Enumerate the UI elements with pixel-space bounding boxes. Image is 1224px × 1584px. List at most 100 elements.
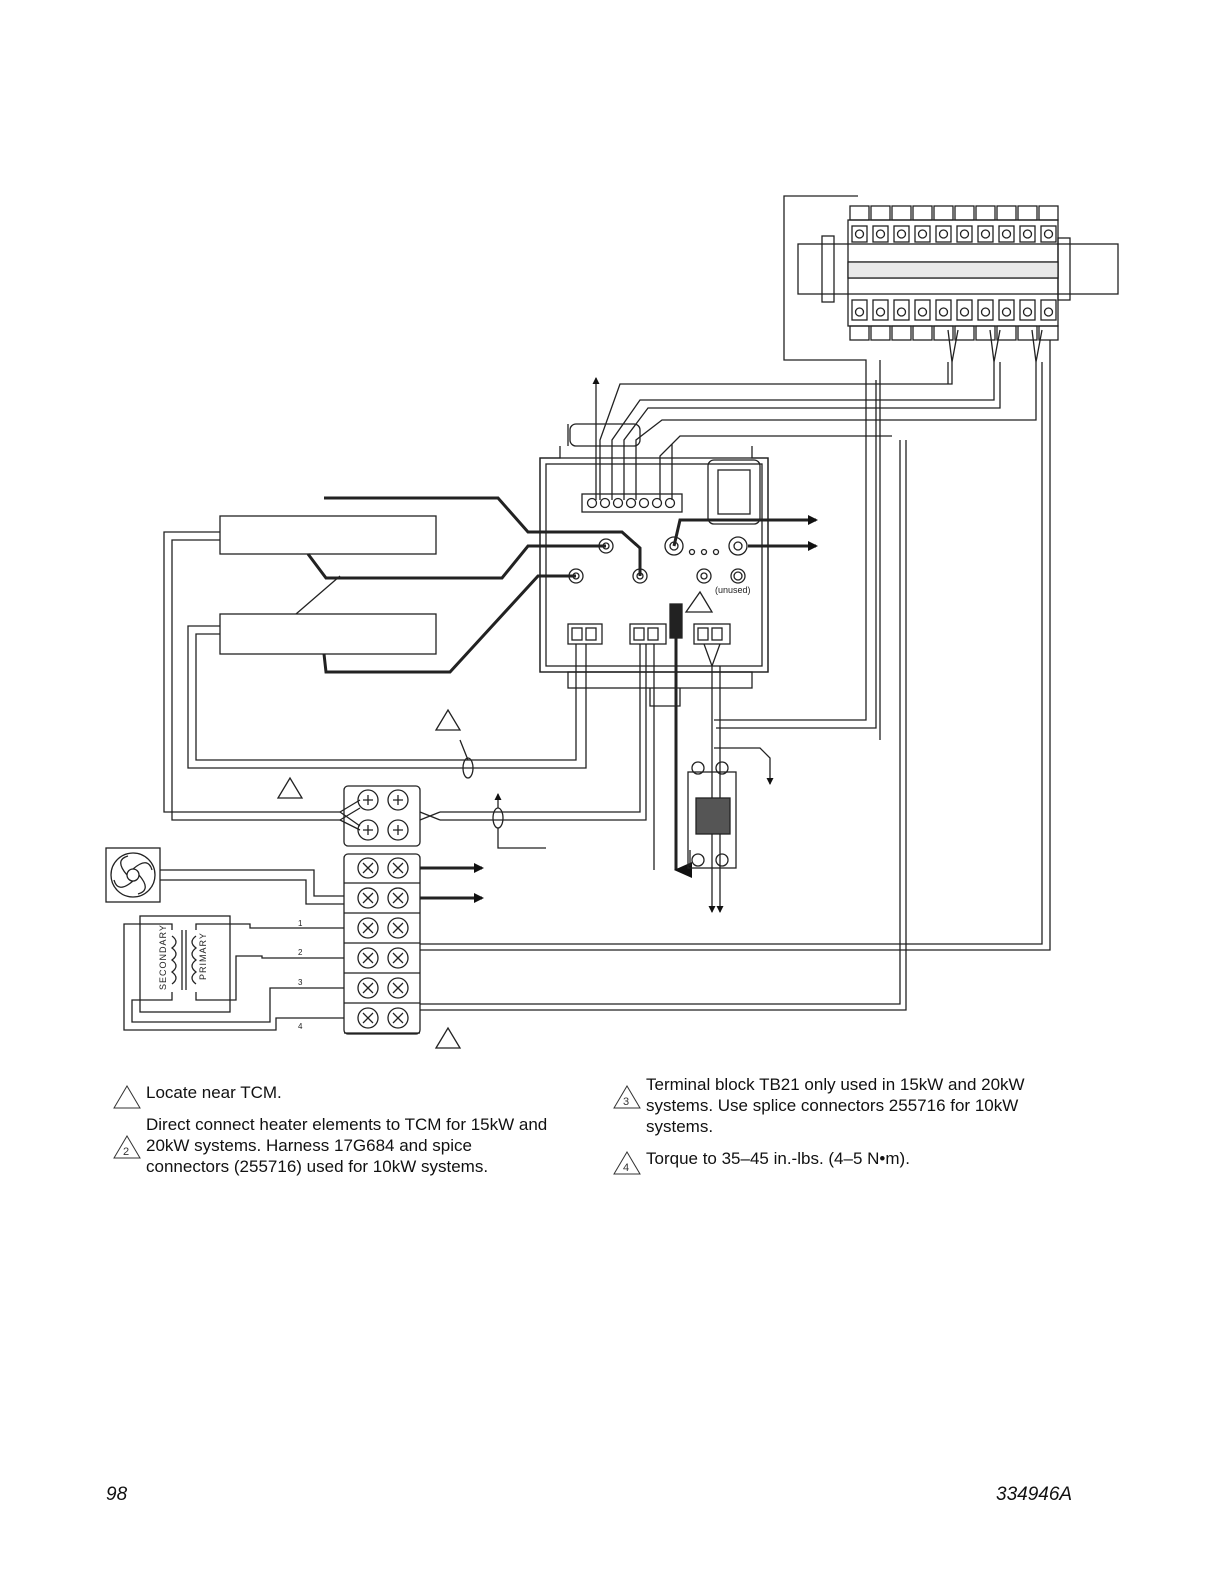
block-screw <box>357 857 379 879</box>
tcm-strip-screw <box>638 497 650 509</box>
page-number: 98 <box>106 1484 128 1505</box>
main-terminal-block <box>343 853 421 1035</box>
rail-terminal-screw <box>1022 229 1033 239</box>
rail-terminal-screw <box>854 307 865 317</box>
block-screw-slot <box>392 862 404 874</box>
svg-text:4: 4 <box>623 1162 629 1174</box>
rail-terminal-top <box>851 225 868 243</box>
rail-terminal-cap <box>1017 205 1038 221</box>
terminal-number-4: 4 <box>298 1022 303 1031</box>
tb21-screw <box>357 789 379 811</box>
rail-terminal-screw <box>896 229 907 239</box>
note-1: Locate near TCM. <box>113 1082 546 1109</box>
rail-terminal-top <box>872 225 889 243</box>
rail-terminal-screw <box>1043 307 1054 317</box>
rail-terminal-foot <box>1017 325 1038 341</box>
tcm-strip-screw <box>612 497 624 509</box>
block-screw <box>357 887 379 909</box>
block-screw <box>387 887 409 909</box>
secondary-label: SECONDARY <box>158 924 168 990</box>
rail-terminal-screw <box>938 229 949 239</box>
note-4: 4 Torque to 35–45 in.-lbs. (4–5 N•m). <box>613 1148 1066 1175</box>
terminal-number-1: 1 <box>298 919 303 928</box>
rail-terminal-foot <box>1038 325 1059 341</box>
rail-terminal-cap <box>933 205 954 221</box>
terminal-number-2: 2 <box>298 948 303 957</box>
note-4-triangle-icon: 4 <box>613 1151 641 1175</box>
tb21-screw-slot <box>393 795 403 805</box>
rail-terminal-top <box>956 225 973 243</box>
rail-terminal-foot <box>912 325 933 341</box>
block-screw <box>357 917 379 939</box>
svg-text:3: 3 <box>623 1096 629 1108</box>
rail-terminal-top <box>893 225 910 243</box>
block-screw <box>387 1007 409 1029</box>
rail-terminal-cap <box>954 205 975 221</box>
rail-terminal-screw <box>959 229 970 239</box>
rail-terminal-cap <box>912 205 933 221</box>
note-1-text: Locate near TCM. <box>146 1083 282 1102</box>
rail-terminal-screw <box>875 229 886 239</box>
tcm-strip-screw <box>625 497 637 509</box>
block-screw <box>387 917 409 939</box>
block-screw <box>387 947 409 969</box>
rail-terminal-screw <box>875 307 886 317</box>
rail-terminal-screw <box>854 229 865 239</box>
rail-terminal-cap <box>891 205 912 221</box>
terminal-block-tb21 <box>339 785 441 847</box>
note-2-text: Direct connect heater elements to TCM fo… <box>146 1115 548 1176</box>
rail-terminal-bottom <box>956 299 973 321</box>
note-4-text: Torque to 35–45 in.-lbs. (4–5 N•m). <box>646 1149 910 1168</box>
rail-terminal-bottom <box>872 299 889 321</box>
note-3-triangle-icon: 3 <box>613 1085 641 1109</box>
rail-drop-wires <box>420 329 1051 1011</box>
rail-terminal-bottom <box>935 299 952 321</box>
document-number: 334946A <box>996 1484 1073 1505</box>
rail-terminal-bottom <box>914 299 931 321</box>
contactor <box>687 761 737 869</box>
rail-terminal-cap <box>996 205 1017 221</box>
rail-terminal-foot <box>954 325 975 341</box>
tb21-screw-slot <box>363 795 373 805</box>
note-1-triangle-icon <box>113 1085 141 1109</box>
note-triangle-3 <box>276 776 304 799</box>
block-screw-slot <box>362 892 374 904</box>
rail-terminal-bottom <box>977 299 994 321</box>
rail-terminal-screw <box>917 229 928 239</box>
block-screw-slot <box>362 862 374 874</box>
rail-terminal-screw <box>980 229 991 239</box>
rail-terminal-bottom <box>851 299 868 321</box>
rail-terminal-foot <box>891 325 912 341</box>
note-2: 2 Direct connect heater elements to TCM … <box>113 1114 556 1177</box>
rail-terminal-top <box>1019 225 1036 243</box>
tcm-strip-screw <box>664 497 676 509</box>
rail-terminal-top <box>998 225 1015 243</box>
rail-terminal-bottom <box>1019 299 1036 321</box>
terminal-number-3: 3 <box>298 978 303 987</box>
rail-terminal-screw <box>1001 307 1012 317</box>
block-screw-slot <box>392 1012 404 1024</box>
rail-terminal-top <box>977 225 994 243</box>
block-screw <box>357 947 379 969</box>
block-screw <box>357 1007 379 1029</box>
tcm-strip-screw <box>651 497 663 509</box>
transformer <box>139 915 231 1013</box>
rail-terminal-screw <box>1001 229 1012 239</box>
block-screw <box>387 977 409 999</box>
rail-terminal-bottom <box>893 299 910 321</box>
block-screw-slot <box>362 1012 374 1024</box>
rail-terminal-bottom <box>1040 299 1057 321</box>
tb21-screw <box>357 819 379 841</box>
tcm-strip-screw <box>599 497 611 509</box>
din-rail-terminal-bank <box>797 205 1119 341</box>
svg-text:2: 2 <box>123 1146 129 1158</box>
block-screw-slot <box>392 982 404 994</box>
block-screw-slot <box>392 922 404 934</box>
block-screw <box>387 857 409 879</box>
tb21-screw <box>387 789 409 811</box>
rail-terminal-top <box>914 225 931 243</box>
rail-terminal-bottom <box>998 299 1015 321</box>
rail-terminal-screw <box>980 307 991 317</box>
unused-label: (unused) <box>715 585 751 595</box>
